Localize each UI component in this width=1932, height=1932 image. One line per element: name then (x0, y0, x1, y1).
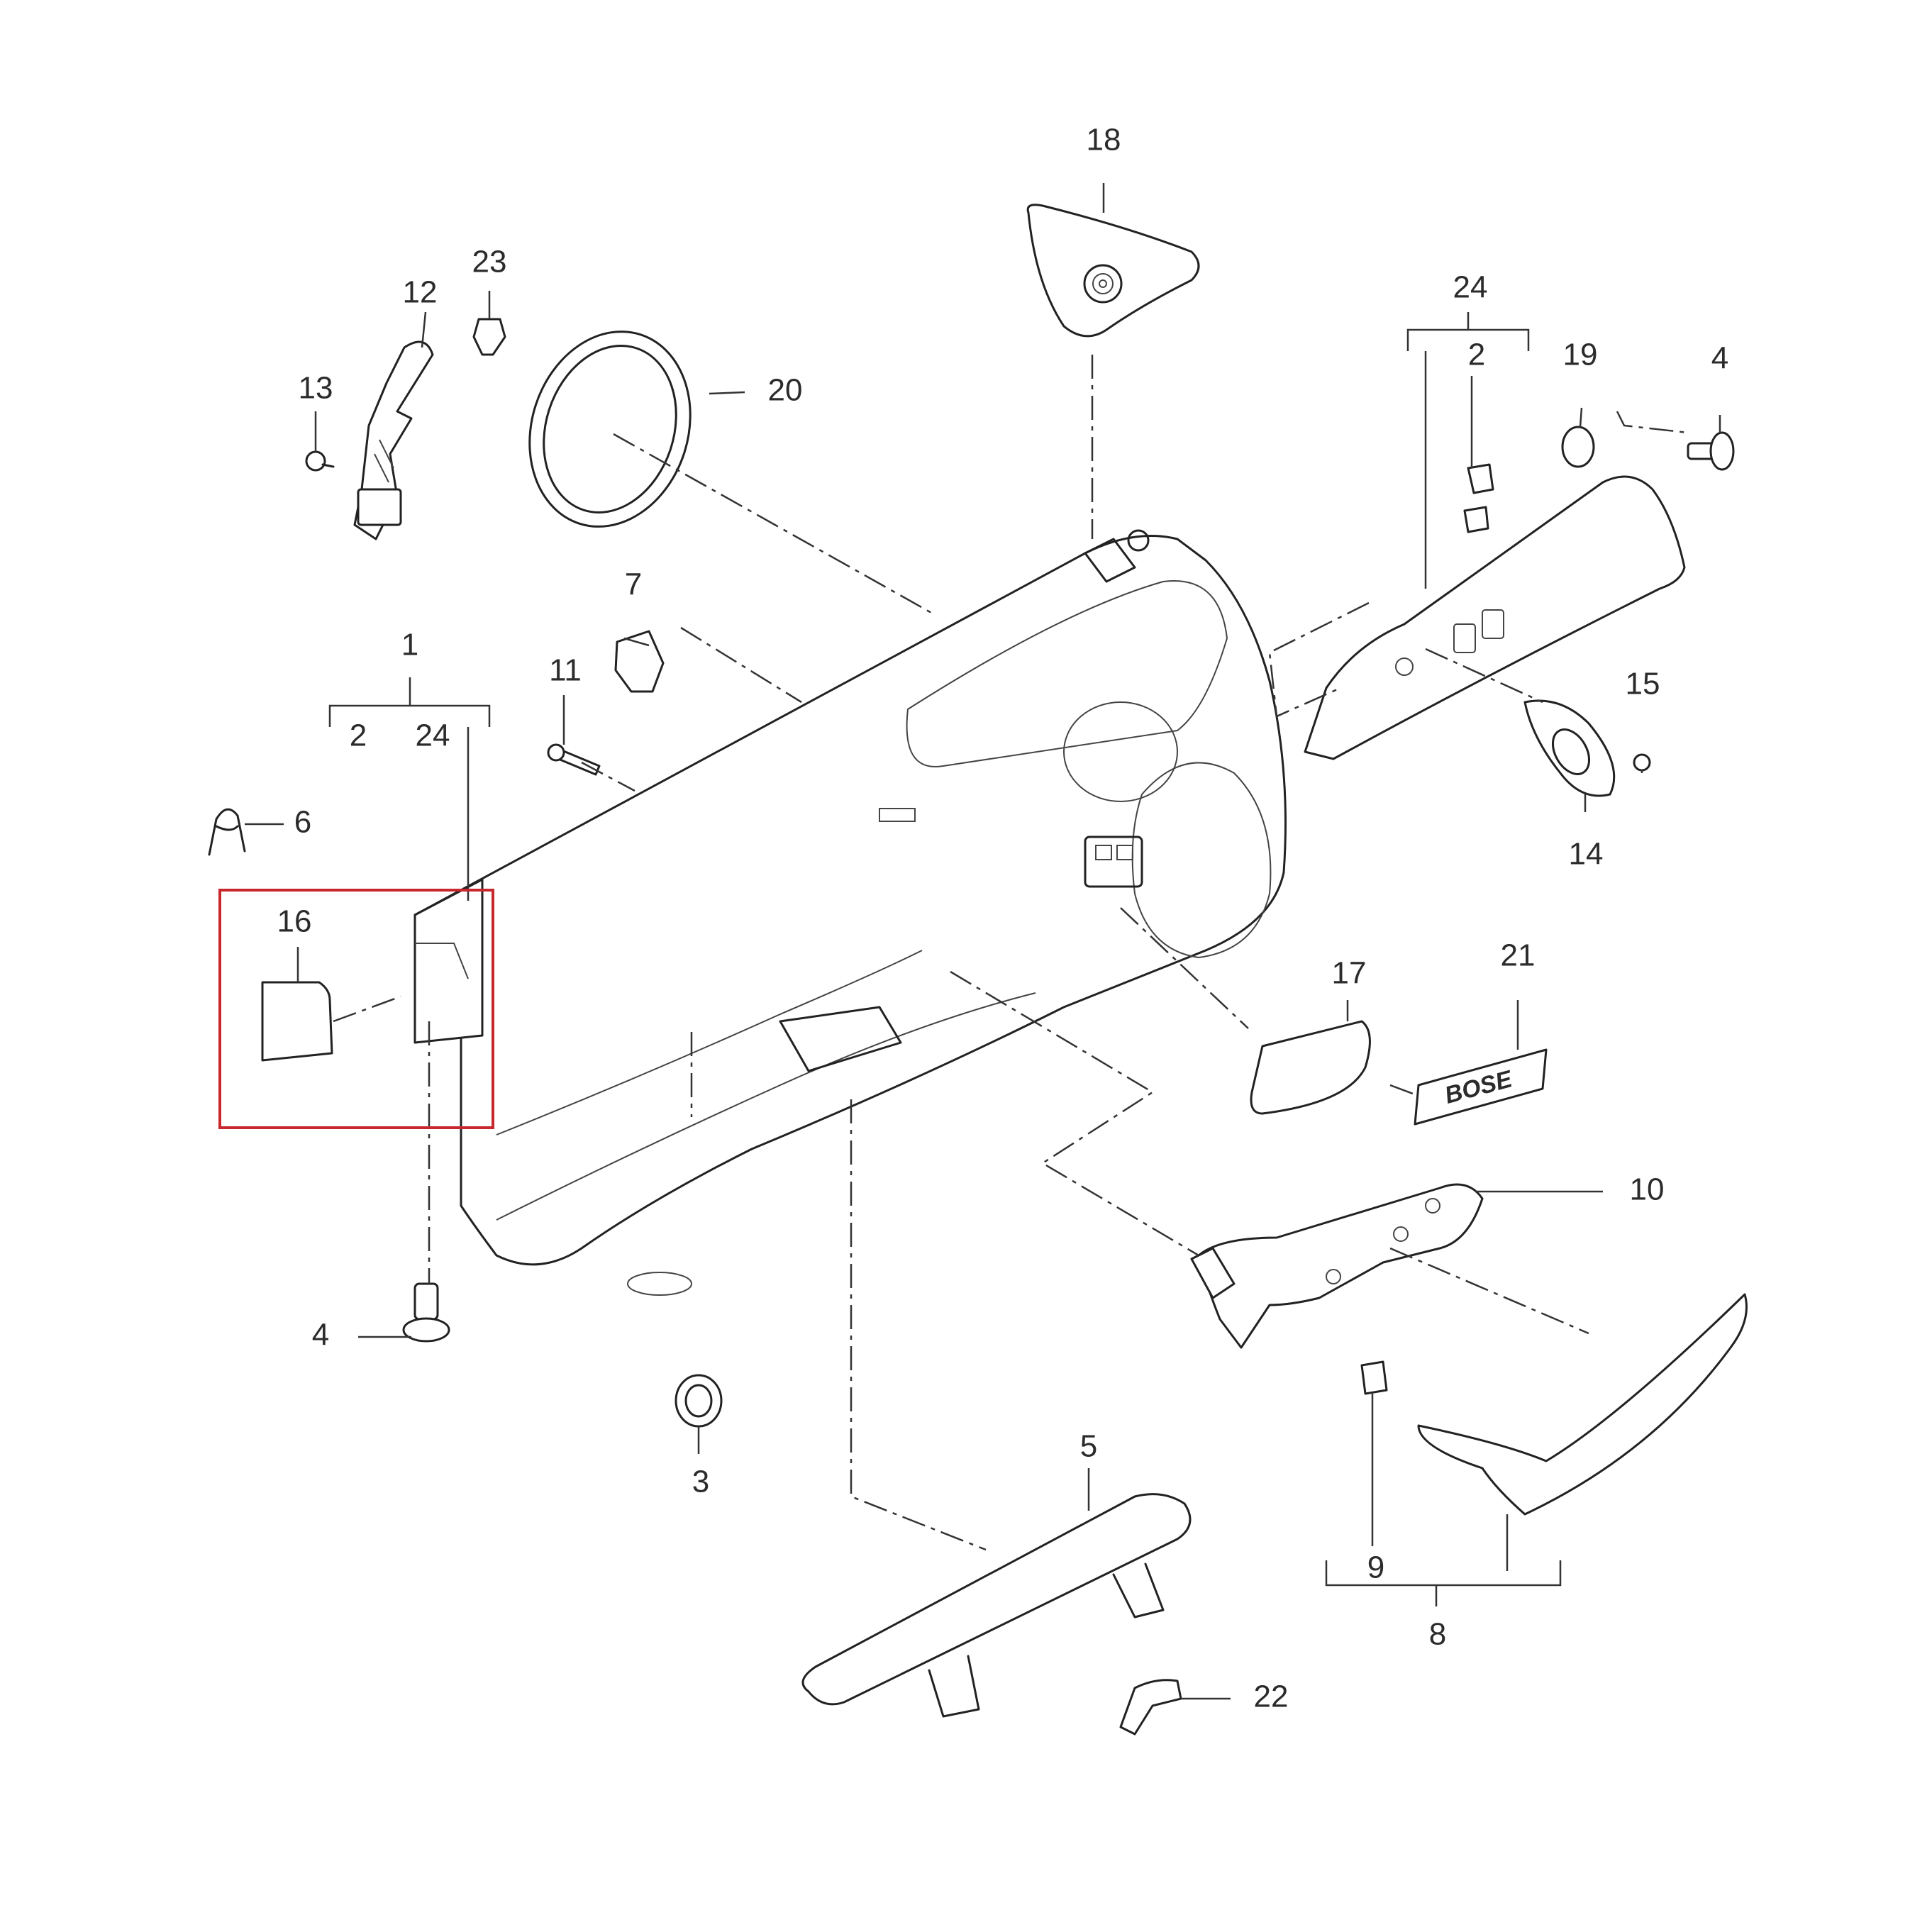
bolt-part-11 (547, 743, 601, 776)
callout-6: 6 (294, 805, 311, 840)
mechanism-part-12 (353, 340, 434, 540)
badge-part-21: BOSE (1414, 1048, 1548, 1126)
speaker-ring-part-20 (528, 331, 692, 528)
callout-22: 22 (1254, 1680, 1289, 1714)
clip-part-23 (472, 318, 506, 356)
screw-part-13 (305, 450, 335, 472)
callout-9: 9 (1367, 1550, 1384, 1585)
spring-part-6 (208, 808, 246, 856)
grommet-part-3 (674, 1374, 723, 1428)
cap-part-19 (1561, 426, 1595, 468)
highlight-box-part-16 (218, 889, 494, 1129)
callout-17: 17 (1332, 956, 1367, 991)
callout-3: 3 (692, 1465, 709, 1499)
armrest-part-5 (801, 1493, 1192, 1718)
door-panel-part-1 (413, 529, 1287, 1296)
handle-cover-part-17 (1250, 1020, 1371, 1115)
callout-2-left: 2 (350, 718, 367, 753)
callout-20: 20 (768, 373, 803, 408)
callout-labels: 18 23 12 13 20 24 2 19 4 7 1 11 2 24 15 … (277, 123, 1729, 1714)
callout-19: 19 (1563, 338, 1598, 372)
bracket-part-7 (614, 630, 665, 693)
callout-13: 13 (299, 371, 333, 406)
callout-7: 7 (625, 567, 642, 602)
callout-14: 14 (1569, 837, 1604, 872)
callout-23: 23 (472, 245, 507, 279)
callout-24-left: 24 (416, 718, 450, 753)
callout-24-upper: 24 (1453, 270, 1488, 305)
assembly-lines (333, 355, 1689, 1551)
callout-10: 10 (1630, 1172, 1665, 1207)
bezel-part-14 (1523, 699, 1616, 797)
switch-panel-part-24 (1304, 475, 1686, 760)
speaker-cover-part-18 (1026, 204, 1200, 338)
screw-part-4-upper (1687, 431, 1735, 471)
clip-part-9 (1360, 1360, 1388, 1395)
callout-15: 15 (1626, 667, 1660, 701)
callout-12: 12 (403, 275, 438, 310)
callout-18: 18 (1087, 123, 1121, 157)
callout-21: 21 (1501, 938, 1536, 973)
screw-part-15 (1633, 753, 1651, 772)
callout-11: 11 (549, 653, 582, 688)
callout-5: 5 (1080, 1429, 1097, 1464)
callout-1: 1 (401, 628, 418, 662)
handle-bracket-part-10 (1190, 1183, 1484, 1349)
callout-2-upper: 2 (1468, 338, 1485, 372)
callout-4-upper: 4 (1711, 341, 1728, 376)
leader-lines (245, 183, 1721, 1700)
screw-part-4-lower (402, 1282, 450, 1343)
callout-4-lower: 4 (312, 1318, 329, 1353)
callout-16: 16 (277, 904, 312, 939)
cover-part-16 (261, 981, 333, 1062)
clip-part-2-upper (1467, 463, 1494, 494)
callout-8: 8 (1429, 1617, 1446, 1652)
clip-part-22 (1119, 1679, 1182, 1736)
trim-strip-part-8 (1417, 1293, 1748, 1516)
